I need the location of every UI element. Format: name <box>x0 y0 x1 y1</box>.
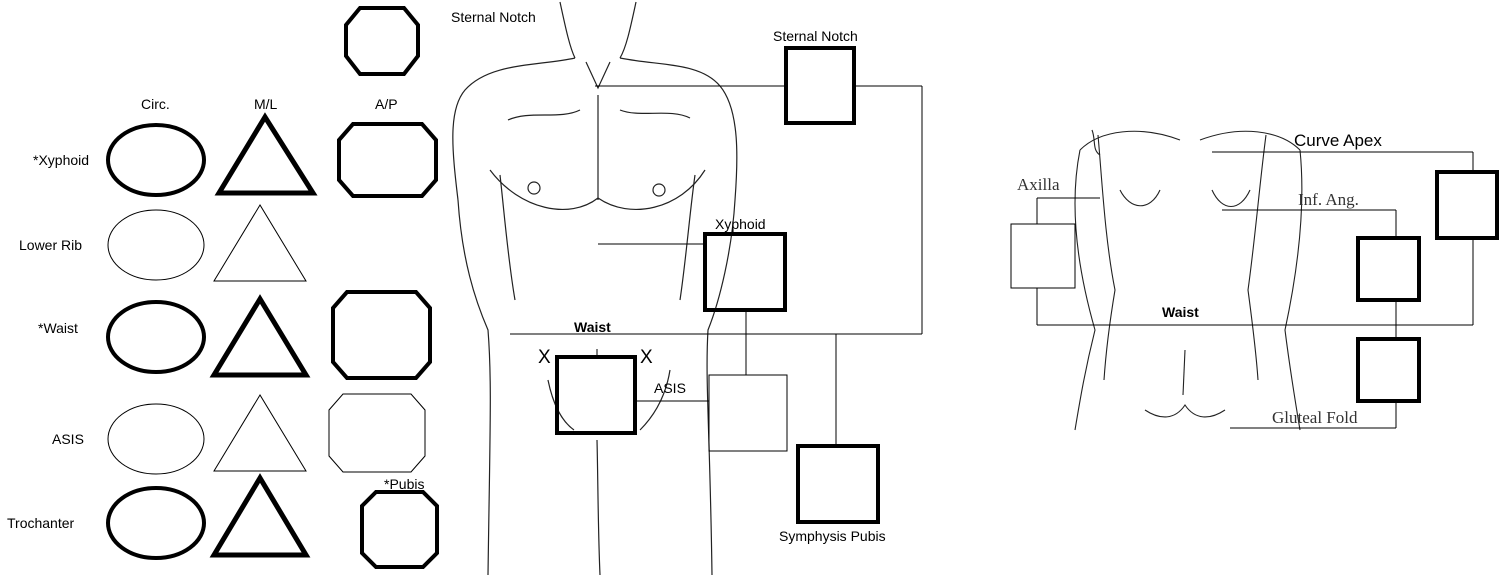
trochanter-ml-triangle <box>214 478 306 555</box>
inf-ang-label: Inf. Ang. <box>1298 192 1359 208</box>
pubis-label: *Pubis <box>384 476 424 492</box>
curve-apex-box <box>1437 172 1497 238</box>
front-connectors <box>510 86 922 446</box>
symphysis-pubis-label: Symphysis Pubis <box>779 528 886 544</box>
pubis-octagon <box>362 492 437 567</box>
inf-ang-box <box>1358 238 1419 300</box>
symphysis-pubis-box <box>798 446 878 522</box>
sternal-notch-box <box>786 48 854 123</box>
back-waist-label: Waist <box>1162 304 1199 320</box>
asis-circ-ellipse <box>108 404 204 474</box>
col-header-ml: M/L <box>254 96 277 112</box>
asis-box <box>709 375 787 451</box>
axilla-label: Axilla <box>1017 177 1060 193</box>
row-label-asis: ASIS <box>52 431 84 447</box>
asis-box-label: ASIS <box>654 380 686 396</box>
col-header-circ: Circ. <box>141 96 170 112</box>
asis-ap-octagon <box>329 394 425 472</box>
sternal-notch-box-label: Sternal Notch <box>773 28 858 44</box>
row-label-xyphoid: *Xyphoid <box>33 152 89 168</box>
axilla-box <box>1011 224 1075 288</box>
top-octagon <box>346 8 418 74</box>
row-label-lower-rib: Lower Rib <box>19 237 82 253</box>
xyphoid-box-label: Xyphoid <box>715 216 766 232</box>
waist-ap-octagon <box>333 292 430 378</box>
front-torso-sketch <box>453 2 737 575</box>
waist-ml-triangle <box>214 299 306 375</box>
row-label-waist: *Waist <box>38 320 78 336</box>
xyphoid-box <box>705 234 785 310</box>
x-mark-right: X <box>640 350 653 366</box>
asis-ml-triangle <box>214 395 306 471</box>
back-torso-sketch <box>1075 130 1302 430</box>
gluteal-fold-box <box>1358 339 1419 401</box>
waist-circ-ellipse <box>108 302 204 372</box>
lower-rib-circ-ellipse <box>108 210 204 280</box>
xyphoid-circ-ellipse <box>108 125 204 195</box>
row-label-trochanter: Trochanter <box>7 515 74 531</box>
gluteal-fold-label: Gluteal Fold <box>1272 410 1357 426</box>
x-mark-left: X <box>538 350 551 366</box>
xyphoid-ml-triangle <box>219 117 313 193</box>
curve-apex-label: Curve Apex <box>1294 133 1382 149</box>
waist-box <box>557 357 635 433</box>
xyphoid-ap-octagon <box>339 124 436 196</box>
lower-rib-ml-triangle <box>214 205 306 281</box>
trochanter-circ-ellipse <box>108 488 204 558</box>
front-sternal-notch-label: Sternal Notch <box>451 9 536 25</box>
front-waist-label: Waist <box>574 319 611 335</box>
col-header-ap: A/P <box>375 96 398 112</box>
